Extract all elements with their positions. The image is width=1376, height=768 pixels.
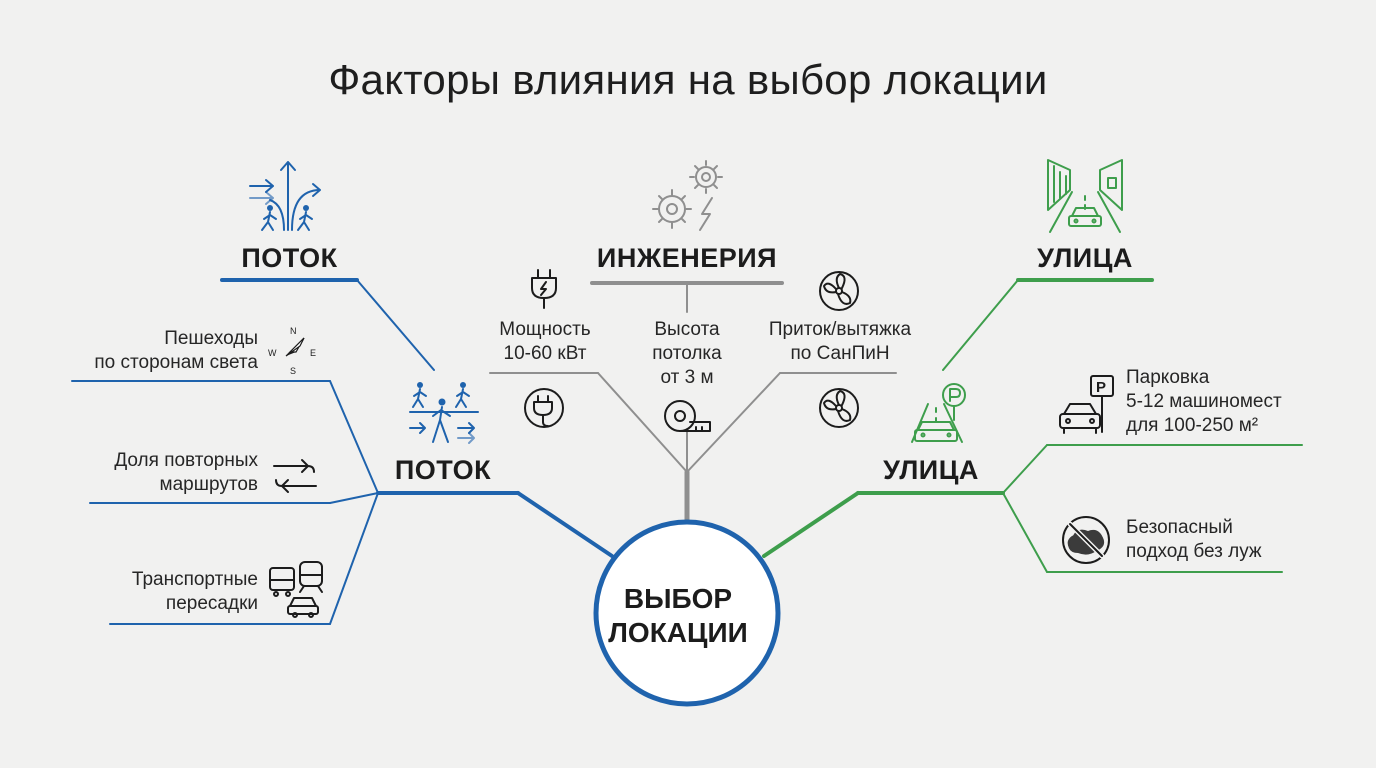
street-item-safe-approach-line2: подход без луж <box>1126 541 1262 562</box>
flow-item-pedestrians: Пешеходы по сторонам света <box>60 327 258 375</box>
pedestrians-flow-icon <box>409 382 479 444</box>
no-puddle-icon <box>1062 516 1110 564</box>
flow-item2-connector <box>329 492 379 504</box>
compass-e-label: E <box>310 348 316 358</box>
flow-item-repeat-routes-line2: маршрутов <box>159 474 258 495</box>
center-label: ВЫБОР ЛОКАЦИИ <box>592 582 764 650</box>
engineering-item-power-line1: Мощность <box>499 319 591 340</box>
engineering-item-ventilation: Приток/вытяжка по СанПиН <box>752 318 928 366</box>
directions-arrows-pedestrians-icon <box>249 161 321 231</box>
street-item-parking-line3: для 100-250 м² <box>1126 415 1259 436</box>
flow-item-transport-transfers-line1: Транспортные <box>131 569 258 590</box>
flow-item-repeat-routes: Доля повторных маршрутов <box>60 449 258 497</box>
car-parking-sign-icon: P <box>1059 375 1114 434</box>
engineering-item-ceiling-line1: Высота <box>654 319 720 340</box>
street-item-safe-approach-line1: Безопасный <box>1126 517 1233 538</box>
street-item-parking-line2: 5-12 машиномест <box>1126 391 1282 412</box>
parking-sign-letter: P <box>1096 379 1106 396</box>
flow-top-connector <box>356 279 435 371</box>
street-item-parking: Парковка 5-12 машиномест для 100-250 м² <box>1126 366 1316 438</box>
gears-lightning-icon <box>652 160 723 231</box>
flow-item3-connector <box>329 492 379 625</box>
engineering-item-ceiling-line3: от 3 м <box>660 367 714 388</box>
plug-circle-icon <box>524 388 564 428</box>
power-plug-icon <box>531 269 557 309</box>
tape-measure-icon <box>664 400 711 432</box>
engineering-item1-connector <box>597 372 688 473</box>
flow-item-pedestrians-line1: Пешеходы <box>164 328 258 349</box>
compass-s-label: S <box>290 366 296 376</box>
street-item-safe-approach: Безопасный подход без луж <box>1126 516 1296 564</box>
center-circle <box>593 519 781 707</box>
street-item2-connector <box>1002 492 1048 573</box>
street-perspective-car-icon <box>1047 159 1123 233</box>
engineering-item-power: Мощность 10-60 кВт <box>480 318 610 366</box>
flow-item-repeat-routes-line1: Доля повторных <box>114 450 258 471</box>
engineering-item-ceiling-line2: потолка <box>652 343 722 364</box>
street-item-parking-line1: Парковка <box>1126 367 1210 388</box>
engineering-item3-connector <box>686 372 781 473</box>
flow-to-center-connector <box>516 491 614 558</box>
flow-item-transport-transfers: Транспортные пересадки <box>60 568 258 616</box>
street-top-heading: УЛИЦА <box>1037 243 1133 273</box>
repeat-arrows-icon <box>273 459 317 493</box>
center-label-line1: ВЫБОР <box>623 583 733 614</box>
flow-item-pedestrians-line2: по сторонам света <box>94 352 258 373</box>
street-item1-connector <box>1002 444 1048 494</box>
page-title: Факторы влияния на выбор локации <box>328 56 1048 103</box>
flow-item1-connector <box>329 380 379 494</box>
compass-icon: N S W E <box>268 326 316 376</box>
compass-n-label: N <box>290 326 297 336</box>
fan-icon <box>819 388 859 428</box>
flow-main-heading: ПОТОК <box>394 455 492 485</box>
engineering-item-ceiling: Высота потолка от 3 м <box>632 318 742 390</box>
fan-icon <box>819 271 859 311</box>
flow-top-heading: ПОТОК <box>241 243 338 273</box>
street-car-parking-icon <box>911 383 966 443</box>
engineering-item-ventilation-line2: по СанПиН <box>790 343 890 364</box>
flow-item-transport-transfers-line2: пересадки <box>165 593 258 614</box>
engineering-item-power-line2: 10-60 кВт <box>503 343 587 364</box>
center-label-line2: ЛОКАЦИИ <box>608 617 748 648</box>
street-top-connector <box>942 279 1019 371</box>
street-to-center-connector <box>762 491 860 558</box>
engineering-heading: ИНЖЕНЕРИЯ <box>596 243 778 273</box>
street-main-heading: УЛИЦА <box>883 455 979 485</box>
engineering-item-ventilation-line1: Приток/вытяжка <box>768 319 912 340</box>
compass-w-label: W <box>268 348 277 358</box>
transport-bus-train-car-icon <box>269 561 323 618</box>
